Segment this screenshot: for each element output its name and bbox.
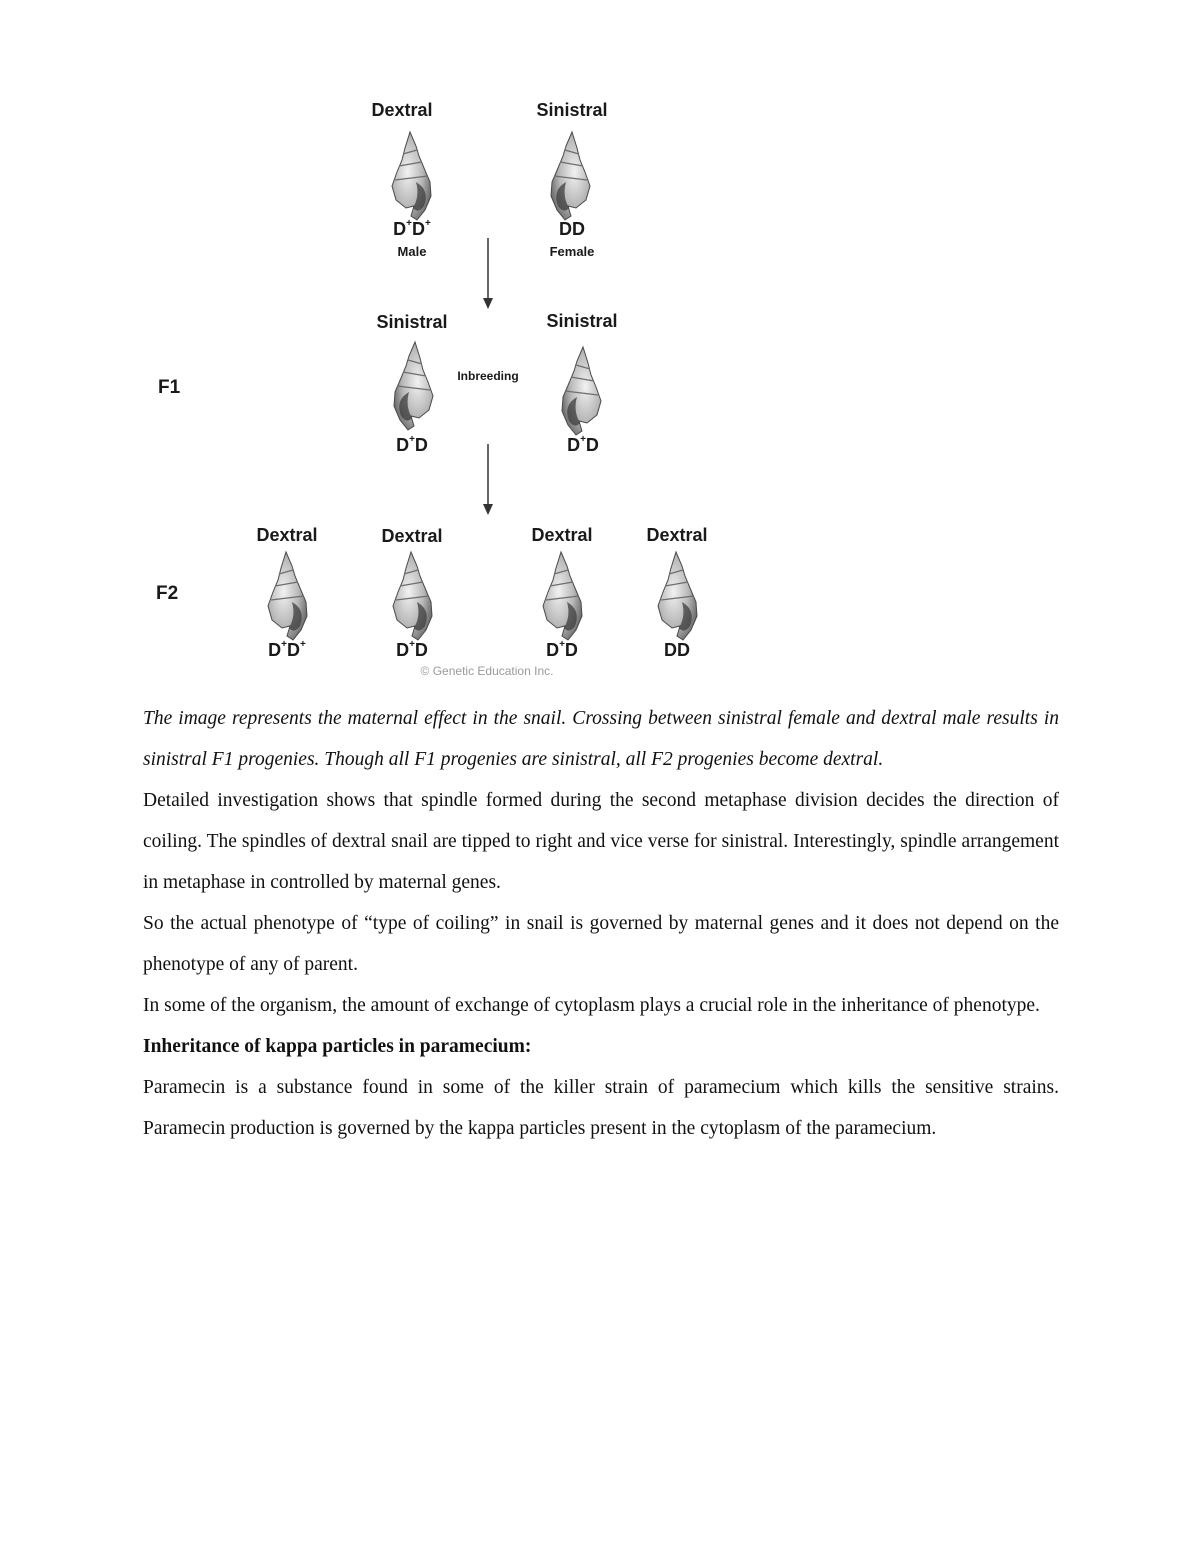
f2-dextral-shell-4-icon — [652, 550, 702, 642]
f2-label-4: Dextral — [646, 525, 707, 546]
inbreeding-label: Inbreeding — [457, 369, 518, 383]
f2-genotype-2: D+D — [396, 640, 428, 661]
paragraph-cytoplasm: In some of the organism, the amount of e… — [143, 985, 1059, 1026]
female-genotype: DD — [559, 219, 585, 240]
parent-dextral-label: Dextral — [371, 100, 432, 121]
copyright-notice: © Genetic Education Inc. — [421, 664, 554, 678]
f1-left-sinistral-shell-icon — [389, 340, 439, 432]
paragraph-paramecin: Paramecin is a substance found in some o… — [143, 1067, 1059, 1149]
f2-dextral-shell-2-icon — [387, 550, 437, 642]
f2-dextral-shell-3-icon — [537, 550, 587, 642]
paragraph-coiling-phenotype: So the actual phenotype of “type of coil… — [143, 903, 1059, 985]
f2-genotype-4: DD — [664, 640, 690, 661]
f1-right-label: Sinistral — [546, 311, 617, 332]
f1-left-genotype: D+D — [396, 435, 428, 456]
f1-right-genotype: D+D — [567, 435, 599, 456]
f2-genotype-1: D+D+ — [268, 640, 306, 661]
inbreeding-arrow — [482, 444, 494, 516]
f2-label-3: Dextral — [531, 525, 592, 546]
document-body: The image represents the maternal effect… — [143, 698, 1059, 1149]
male-genotype: D+D+ — [393, 219, 431, 240]
dextral-parent-shell-icon — [386, 130, 436, 222]
male-sex-label: Male — [398, 244, 427, 259]
snail-maternal-effect-figure: Dextral Sinistral D+D+ DD Male Female Si… — [0, 0, 1200, 690]
f2-generation-label: F2 — [156, 583, 178, 605]
parent-sinistral-label: Sinistral — [536, 100, 607, 121]
paragraph-spindle: Detailed investigation shows that spindl… — [143, 780, 1059, 903]
f1-right-sinistral-shell-icon — [557, 345, 607, 437]
female-sex-label: Female — [550, 244, 595, 259]
f2-label-2: Dextral — [381, 526, 442, 547]
figure-caption: The image represents the maternal effect… — [143, 698, 1059, 780]
f2-label-1: Dextral — [256, 525, 317, 546]
f2-genotype-3: D+D — [546, 640, 578, 661]
f1-left-label: Sinistral — [376, 312, 447, 333]
sinistral-parent-shell-icon — [546, 130, 596, 222]
section-heading-kappa: Inheritance of kappa particles in parame… — [143, 1026, 1059, 1067]
cross-arrow — [482, 238, 494, 310]
f1-generation-label: F1 — [158, 377, 180, 399]
f2-dextral-shell-1-icon — [262, 550, 312, 642]
